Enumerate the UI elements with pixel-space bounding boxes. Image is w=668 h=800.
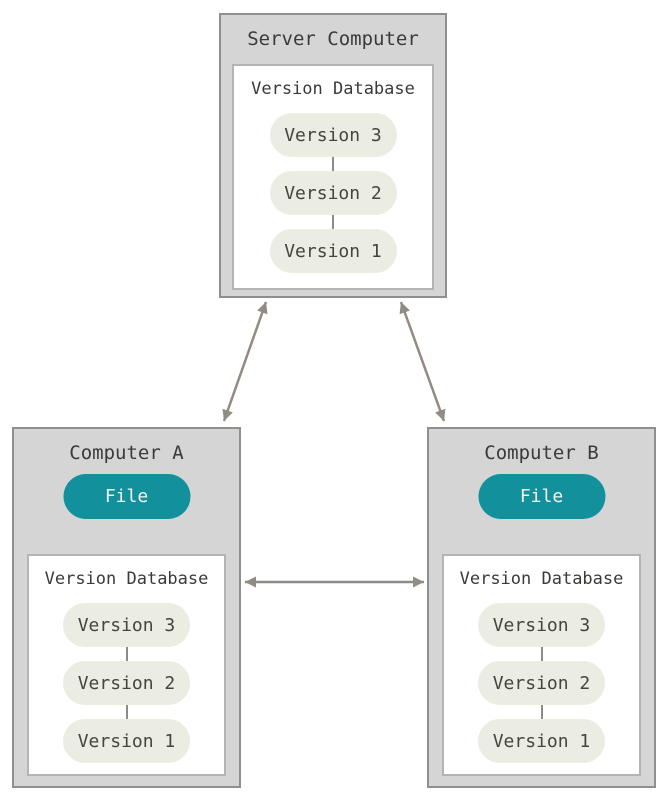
version-pill: Version 2 — [63, 661, 190, 705]
server-computer-title: Server Computer — [247, 28, 419, 50]
version-database-title: Version Database — [44, 569, 209, 589]
version-connector-line — [125, 647, 128, 661]
version-stack: Version 3 Version 2 Version 1 — [269, 113, 397, 273]
server-computer-box: Server Computer Version Database Version… — [219, 13, 447, 298]
computer-b-box: Computer B File Version Database Version… — [427, 427, 656, 788]
version-connector-line — [540, 647, 543, 661]
version-pill: Version 1 — [478, 719, 605, 763]
file-pill: File — [63, 474, 190, 519]
computer-a-version-database: Version Database Version 3 Version 2 Ver… — [27, 554, 226, 776]
version-connector-line — [540, 705, 543, 719]
version-database-title: Version Database — [251, 79, 415, 99]
computer-b-title: Computer B — [484, 442, 599, 464]
version-database-title: Version Database — [459, 569, 624, 589]
version-connector-line — [332, 157, 334, 171]
version-pill: Version 1 — [63, 719, 190, 763]
computer-b-version-database: Version Database Version 3 Version 2 Ver… — [442, 554, 641, 776]
version-pill: Version 3 — [269, 113, 397, 157]
version-pill: Version 2 — [478, 661, 605, 705]
file-pill: File — [478, 474, 605, 519]
version-pill: Version 3 — [63, 603, 190, 647]
sync-arrow-server-computer-b — [399, 301, 446, 422]
version-stack: Version 3 Version 2 Version 1 — [63, 603, 190, 763]
version-connector-line — [332, 215, 334, 229]
server-version-database: Version Database Version 3 Version 2 Ver… — [232, 64, 434, 290]
sync-arrow-server-computer-a — [222, 301, 268, 422]
version-pill: Version 1 — [269, 229, 397, 273]
version-pill: Version 3 — [478, 603, 605, 647]
version-connector-line — [125, 705, 128, 719]
version-stack: Version 3 Version 2 Version 1 — [478, 603, 605, 763]
computer-a-title: Computer A — [69, 442, 184, 464]
version-pill: Version 2 — [269, 171, 397, 215]
computer-a-box: Computer A File Version Database Version… — [12, 427, 241, 788]
